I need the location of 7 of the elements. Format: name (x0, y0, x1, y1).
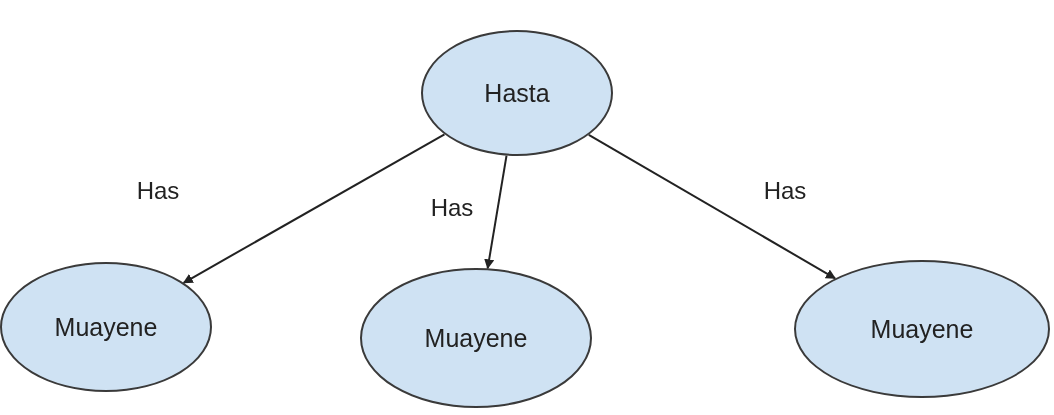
node-label: Muayene (54, 312, 158, 342)
arrow (587, 133, 837, 280)
arrow (484, 154, 508, 270)
node-label: Hasta (484, 78, 550, 108)
node-label: Muayene (870, 314, 974, 344)
node-label: Muayene (424, 323, 528, 353)
arrow (182, 133, 446, 284)
